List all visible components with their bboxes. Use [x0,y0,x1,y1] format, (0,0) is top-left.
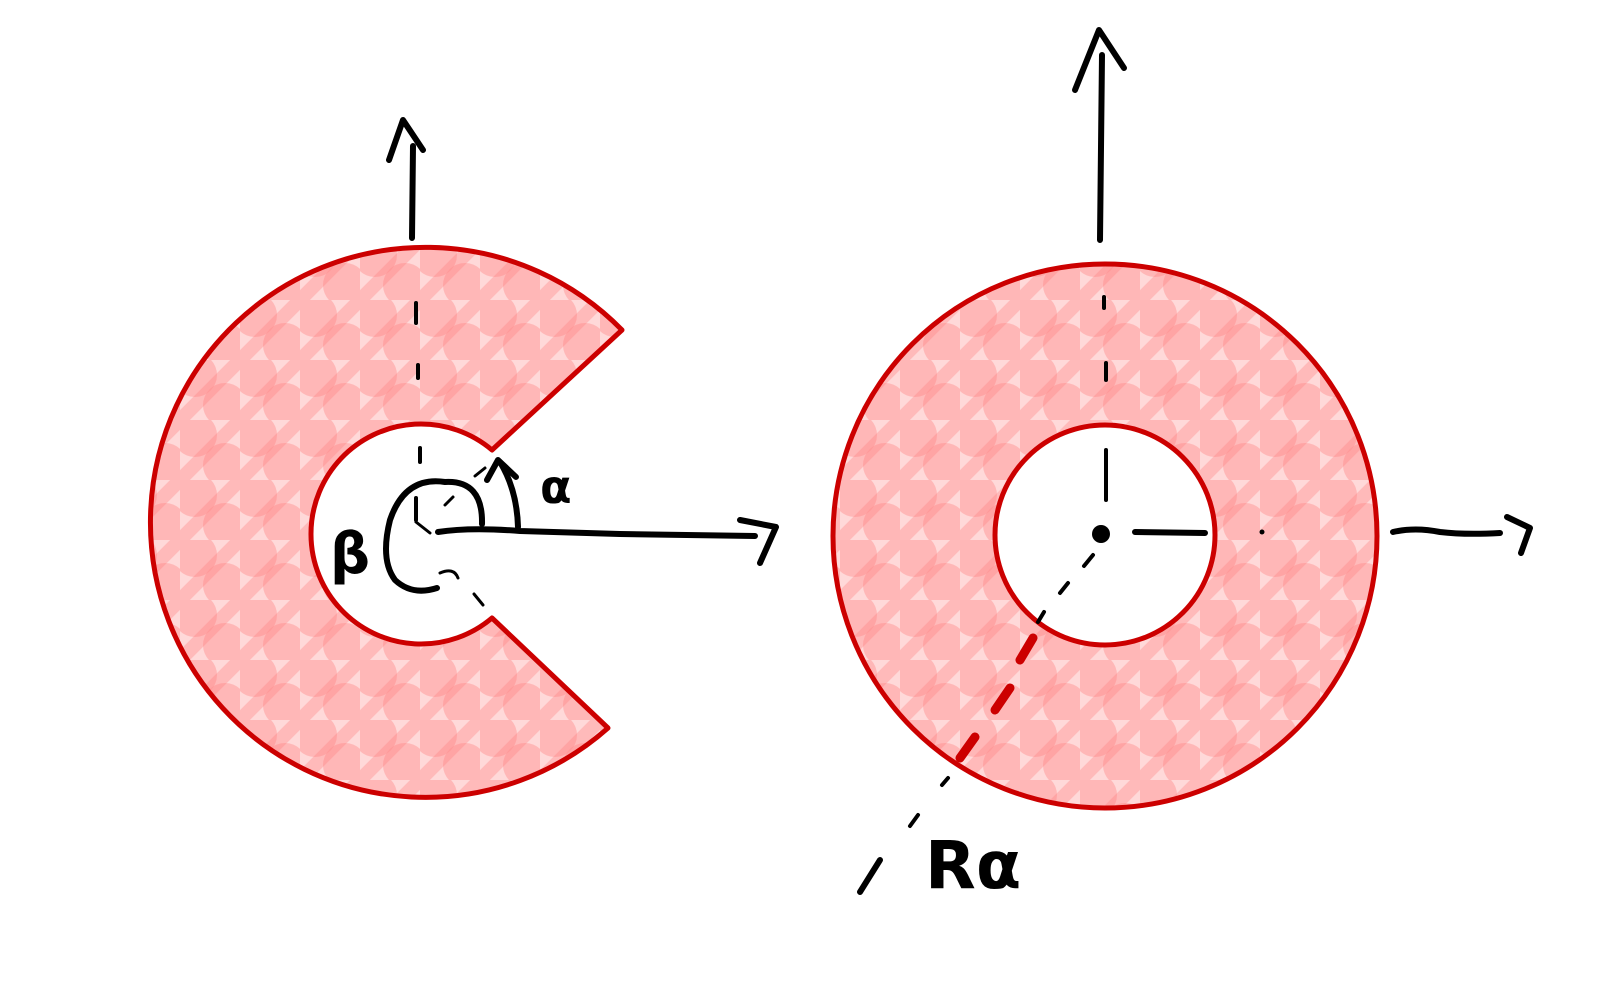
center-point [1092,525,1110,543]
right-vertical-axis-arrow [1072,27,1127,243]
radius-label: Rα [925,827,1021,904]
small-dot-marker [1259,529,1265,535]
left-horizontal-axis-arrow [435,517,779,566]
radius-dashed-line [857,553,1095,895]
alpha-label: α [540,460,572,514]
alpha-angle-arc [473,457,521,530]
left-annular-sector-figure: α β [147,117,779,800]
beta-angle-arc [383,478,486,607]
right-annulus-figure: Rα [830,27,1533,904]
left-vertical-dashed-guide [414,301,422,522]
beta-label: β [330,522,370,587]
right-horizontal-axis-arrow [1132,514,1533,556]
right-annulus-fill [830,261,1380,811]
left-vertical-axis-arrow [386,117,426,241]
right-vertical-dashed-guide [1102,295,1108,502]
left-annular-sector-fill [147,244,625,800]
